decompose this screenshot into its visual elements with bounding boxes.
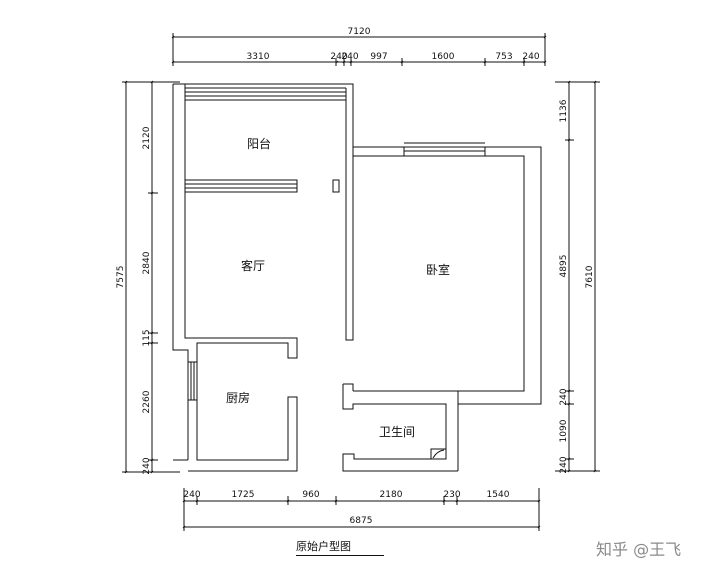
wall-column [332, 179, 340, 193]
outer-wall-bedroom [353, 146, 542, 471]
top-dim-5: 1600 [432, 52, 455, 62]
room-label-bedroom: 卧室 [426, 262, 450, 277]
right-dim-2: 4895 [559, 255, 569, 278]
left-dim-1: 2120 [142, 126, 152, 149]
top-dim-4: 997 [370, 52, 387, 62]
top-dim-6: 753 [495, 52, 512, 62]
room-label-living: 客厅 [241, 258, 265, 273]
caption-underline [296, 555, 384, 556]
floor-drain-icon [432, 449, 445, 459]
left-dim-4: 2260 [142, 390, 152, 413]
left-ticks [124, 80, 158, 474]
wall-living-bedroom [345, 156, 354, 341]
bottom-dim-4: 2180 [380, 490, 403, 500]
balcony-living-divider [184, 179, 298, 193]
bottom-dim-1: 240 [183, 490, 200, 500]
bottom-dim-2: 1725 [232, 490, 255, 500]
bedroom-window [403, 142, 486, 156]
top-total-dim: 7120 [348, 27, 371, 37]
left-total-dim: 7575 [116, 266, 126, 289]
top-ticks [171, 58, 547, 66]
top-dim-1: 3310 [247, 52, 270, 62]
room-label-balcony: 阳台 [247, 136, 271, 151]
left-dim-3: 115 [142, 329, 152, 346]
left-dim-5: 240 [142, 457, 152, 474]
kitchen-window [188, 361, 197, 401]
top-dim-2: 240 [330, 52, 347, 62]
top-dim-7: 240 [522, 52, 539, 62]
bottom-dim-5: 230 [443, 490, 460, 500]
right-dim-5: 240 [559, 456, 569, 473]
right-dim-3: 240 [559, 388, 569, 405]
right-dim-4: 1090 [559, 419, 569, 442]
balcony-railing [185, 84, 354, 180]
bathroom-fixture [430, 448, 447, 460]
right-dim-1: 1136 [559, 99, 569, 122]
bottom-dim-3: 960 [302, 490, 319, 500]
left-dim-2: 2840 [142, 251, 152, 274]
bottom-dim-6: 1540 [487, 490, 510, 500]
bottom-total-dim: 6875 [350, 516, 373, 526]
watermark-text: 知乎 @王飞 [596, 540, 682, 559]
right-ticks [565, 80, 597, 473]
right-total-dim: 7610 [585, 265, 595, 288]
plan-caption: 原始户型图 [296, 540, 351, 553]
room-label-bathroom: 卫生间 [379, 425, 415, 439]
bottom-ticks [182, 496, 541, 529]
top-dim-3: 240 [341, 52, 358, 62]
wall-living-kitchen [185, 337, 298, 472]
room-label-kitchen: 厨房 [226, 390, 250, 405]
